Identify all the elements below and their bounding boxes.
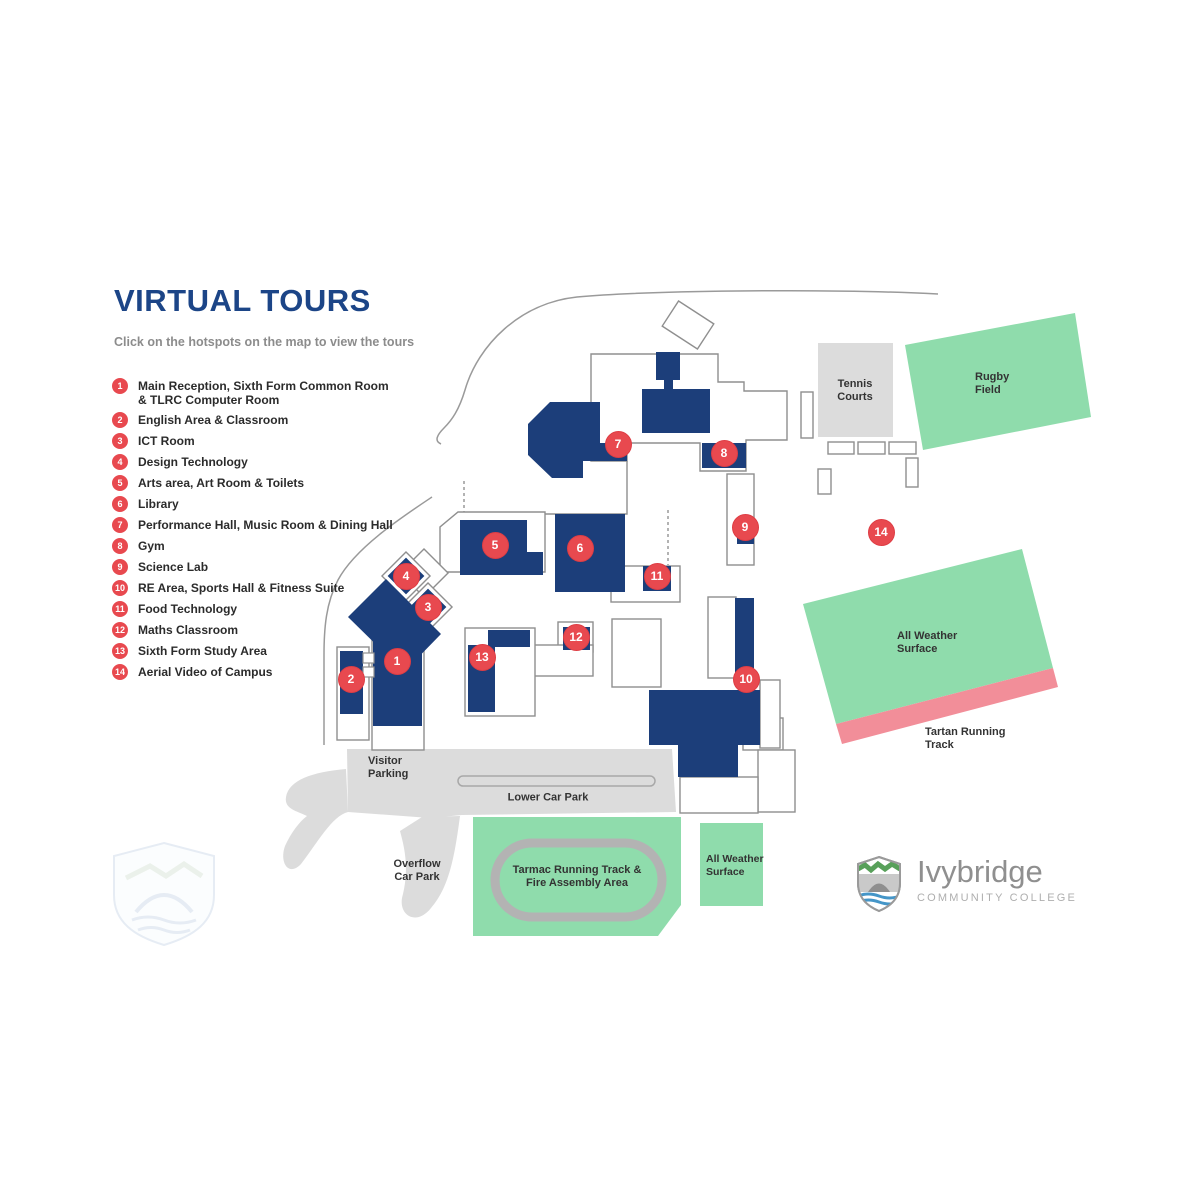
hotspot-13[interactable]: 13 [468,643,496,671]
tarmac-track-ring [490,838,667,922]
college-name: Ivybridge [917,854,1043,889]
legend-item-label: Library [138,497,179,511]
all-weather-small-label: All Weather Surface [706,853,764,878]
legend-item-9: 9 Science Lab [112,559,422,575]
hotspot-10[interactable]: 10 [732,665,760,693]
rugby-field-label: Rugby Field [975,371,1010,396]
college-crest-icon [857,855,901,913]
college-logo-text: Ivybridge COMMUNITY COLLEGE [917,854,1078,905]
all-weather-surface-main [803,549,1053,724]
overflow-car-park-label: Overflow Car Park [393,858,441,883]
legend-item-label: Gym [138,539,165,553]
legend-item-label: ICT Room [138,434,195,448]
legend-item-label: Food Technology [138,602,238,616]
legend-item-label: Design Technology [138,455,248,469]
tarmac-track-label: Tarmac Running Track & Fire Assembly Are… [512,864,642,889]
legend-item-label: Arts area, Art Room & Toilets [138,476,305,490]
hotspot-14[interactable]: 14 [867,518,895,546]
rugby-field [905,313,1091,450]
legend-item-2: 2 English Area & Classroom [112,412,422,428]
all-weather-main-label: All Weather Surface [897,630,958,655]
legend-item-number: 3 [112,433,128,449]
legend-item-number: 10 [112,580,128,596]
legend-item-14: 14 Aerial Video of Campus [112,664,422,680]
legend-item-number: 6 [112,496,128,512]
legend: 1 Main Reception, Sixth Form Common Room … [112,378,422,685]
legend-item-number: 13 [112,643,128,659]
legend-item-number: 11 [112,601,128,617]
building-annex-link [664,378,673,390]
road-top [436,289,939,445]
road-left [323,496,433,745]
legend-item-label: Sixth Form Study Area [138,644,267,658]
lower-car-park-lane [457,775,656,787]
lower-car-park-label: Lower Car Park [507,791,589,804]
legend-item-label: English Area & Classroom [138,413,289,427]
building-performance-hall [528,402,627,478]
legend-item-13: 13 Sixth Form Study Area [112,643,422,659]
page-title: VIRTUAL TOURS [114,283,371,318]
building-re-lower [678,745,738,777]
watermark-crest [113,841,215,947]
hotspot-11[interactable]: 11 [643,562,671,590]
hotspot-5[interactable]: 5 [481,531,509,559]
legend-item-number: 1 [112,378,128,394]
all-weather-surface-small [700,823,763,906]
legend-item-6: 6 Library [112,496,422,512]
legend-item-4: 4 Design Technology [112,454,422,470]
legend-item-label: Main Reception, Sixth Form Common Room &… [138,379,389,407]
hotspot-9[interactable]: 9 [731,513,759,541]
legend-item-5: 5 Arts area, Art Room & Toilets [112,475,422,491]
legend-item-number: 14 [112,664,128,680]
college-subtitle: COMMUNITY COLLEGE [917,892,1078,904]
hotspot-4[interactable]: 4 [392,562,420,590]
legend-item-8: 8 Gym [112,538,422,554]
legend-item-number: 4 [112,454,128,470]
hotspot-8[interactable]: 8 [710,439,738,467]
legend-item-label: RE Area, Sports Hall & Fitness Suite [138,581,345,595]
legend-item-label: Aerial Video of Campus [138,665,273,679]
overflow-car-park-shape [400,816,460,918]
tennis-courts-label: Tennis Courts [837,378,873,403]
legend-item-number: 5 [112,475,128,491]
legend-item-10: 10 RE Area, Sports Hall & Fitness Suite [112,580,422,596]
car-park-band [347,749,676,818]
visitor-parking-label: Visitor Parking [368,755,409,780]
hotspot-3[interactable]: 3 [414,593,442,621]
legend-item-label: Science Lab [138,560,209,574]
building-top-block [642,389,710,433]
legend-item-7: 7 Performance Hall, Music Room & Dining H… [112,517,422,533]
tartan-running-track [836,668,1058,744]
page-subtitle: Click on the hotspots on the map to view… [114,335,415,349]
legend-item-number: 2 [112,412,128,428]
outbuildings [661,300,919,495]
building-top-annex [656,352,680,380]
tennis-courts [818,343,893,437]
hotspot-7[interactable]: 7 [604,430,632,458]
legend-item-label: Maths Classroom [138,623,239,637]
legend-item-number: 12 [112,622,128,638]
hotspot-12[interactable]: 12 [562,623,590,651]
legend-item-12: 12 Maths Classroom [112,622,422,638]
college-logo: Ivybridge COMMUNITY COLLEGE [855,855,1077,913]
legend-item-number: 8 [112,538,128,554]
legend-item-number: 7 [112,517,128,533]
building-re-strip [735,598,754,678]
legend-item-3: 3 ICT Room [112,433,422,449]
legend-item-11: 11 Food Technology [112,601,422,617]
page-header: VIRTUAL TOURS Click on the hotspots on t… [114,283,414,349]
hotspot-1[interactable]: 1 [383,647,411,675]
car-park-west-wing [283,769,348,870]
hotspot-2[interactable]: 2 [337,665,365,693]
legend-item-1: 1 Main Reception, Sixth Form Common Room … [112,378,422,407]
legend-item-label: Performance Hall, Music Room & Dining Ha… [138,518,393,532]
tartan-track-label: Tartan Running Track [925,726,1006,751]
hotspot-6[interactable]: 6 [566,534,594,562]
legend-item-number: 9 [112,559,128,575]
building-re-block [649,690,760,745]
